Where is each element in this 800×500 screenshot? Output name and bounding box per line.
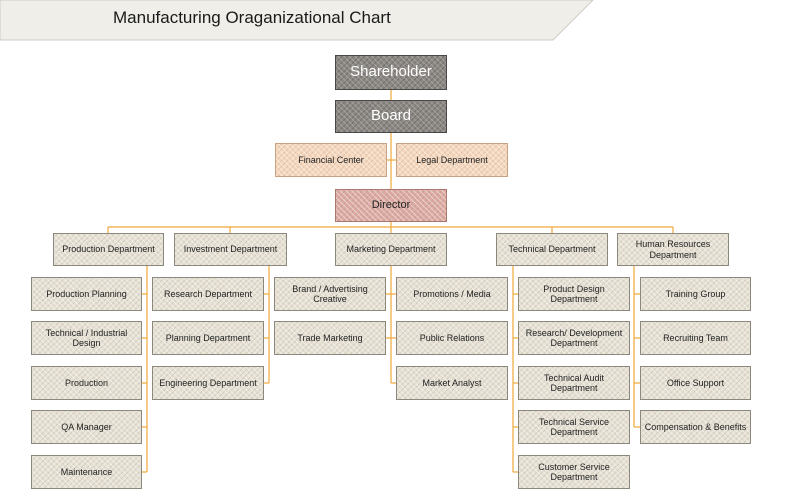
node-recruiting-team[interactable]: Recruiting Team — [640, 321, 751, 355]
node-qa-manager[interactable]: QA Manager — [31, 410, 142, 444]
node-marketing-department[interactable]: Marketing Department — [335, 233, 447, 266]
node-label: Engineering Department — [159, 377, 257, 388]
node-label: Legal Department — [416, 154, 488, 165]
node-public-relations[interactable]: Public Relations — [396, 321, 508, 355]
node-investment-department[interactable]: Investment Department — [174, 233, 287, 266]
node-planning-department[interactable]: Planning Department — [152, 321, 264, 355]
node-customer-service-department[interactable]: Customer Service Department — [518, 455, 630, 489]
node-production-department[interactable]: Production Department — [53, 233, 164, 266]
node-office-support[interactable]: Office Support — [640, 366, 751, 400]
node-technical-department[interactable]: Technical Department — [496, 233, 608, 266]
node-trade-marketing[interactable]: Trade Marketing — [274, 321, 386, 355]
node-production[interactable]: Production — [31, 366, 142, 400]
chart-title: Manufacturing Oraganizational Chart — [113, 8, 391, 27]
node-label: Market Analyst — [422, 377, 482, 388]
node-research-department[interactable]: Research Department — [152, 277, 264, 311]
node-label: Training Group — [665, 288, 726, 299]
node-label: Technical Department — [508, 244, 596, 255]
node-production-planning[interactable]: Production Planning — [31, 277, 142, 311]
node-label: Technical / Industrial Design — [45, 327, 128, 348]
node-label: Research/ Development Department — [525, 327, 623, 348]
node-label: Human Resources Department — [635, 239, 711, 260]
node-training-group[interactable]: Training Group — [640, 277, 751, 311]
node-product-design-department[interactable]: Product Design Department — [518, 277, 630, 311]
node-maintenance[interactable]: Maintenance — [31, 455, 142, 489]
node-technical-audit-department[interactable]: Technical Audit Department — [518, 366, 630, 400]
title-banner — [0, 0, 594, 41]
node-engineering-department[interactable]: Engineering Department — [152, 366, 264, 400]
node-technical-industrial-design[interactable]: Technical / Industrial Design — [31, 321, 142, 355]
node-human-resources-department[interactable]: Human Resources Department — [617, 233, 729, 266]
node-technical-service-department[interactable]: Technical Service Department — [518, 410, 630, 444]
node-label: Office Support — [666, 377, 725, 388]
node-label: Public Relations — [419, 332, 485, 343]
node-promotions-media[interactable]: Promotions / Media — [396, 277, 508, 311]
node-label: Investment Department — [183, 244, 278, 255]
node-label: Technical Audit Department — [543, 372, 605, 393]
node-shareholder[interactable]: Shareholder — [335, 55, 447, 90]
node-label: Technical Service Department — [538, 416, 610, 437]
node-label: Production Planning — [46, 288, 127, 299]
node-compensation-benefits[interactable]: Compensation & Benefits — [640, 410, 751, 444]
node-label: Research Department — [163, 288, 253, 299]
node-label: Promotions / Media — [413, 288, 491, 299]
node-label: Recruiting Team — [663, 332, 728, 343]
node-label: Product Design Department — [543, 283, 605, 304]
node-research-development-department[interactable]: Research/ Development Department — [518, 321, 630, 355]
node-label: Board — [370, 107, 412, 125]
node-market-analyst[interactable]: Market Analyst — [396, 366, 508, 400]
node-label: Compensation & Benefits — [644, 421, 747, 432]
node-label: Shareholder — [350, 63, 432, 81]
node-label: Director — [371, 199, 411, 212]
node-brand-advertising-creative[interactable]: Brand / Advertising Creative — [274, 277, 386, 311]
node-label: Marketing Department — [346, 244, 436, 255]
node-label: Financial Center — [298, 154, 364, 165]
node-label: QA Manager — [61, 421, 112, 432]
node-label: Production Department — [62, 244, 155, 255]
node-label: Planning Department — [165, 332, 251, 343]
node-label: Trade Marketing — [297, 332, 363, 343]
node-financial-center[interactable]: Financial Center — [275, 143, 387, 177]
node-label: Production — [64, 377, 109, 388]
node-label: Brand / Advertising Creative — [292, 283, 368, 304]
node-legal-department[interactable]: Legal Department — [396, 143, 508, 177]
node-label: Maintenance — [60, 466, 113, 477]
node-board[interactable]: Board — [335, 100, 447, 133]
node-director[interactable]: Director — [335, 189, 447, 222]
node-label: Customer Service Department — [538, 461, 610, 482]
